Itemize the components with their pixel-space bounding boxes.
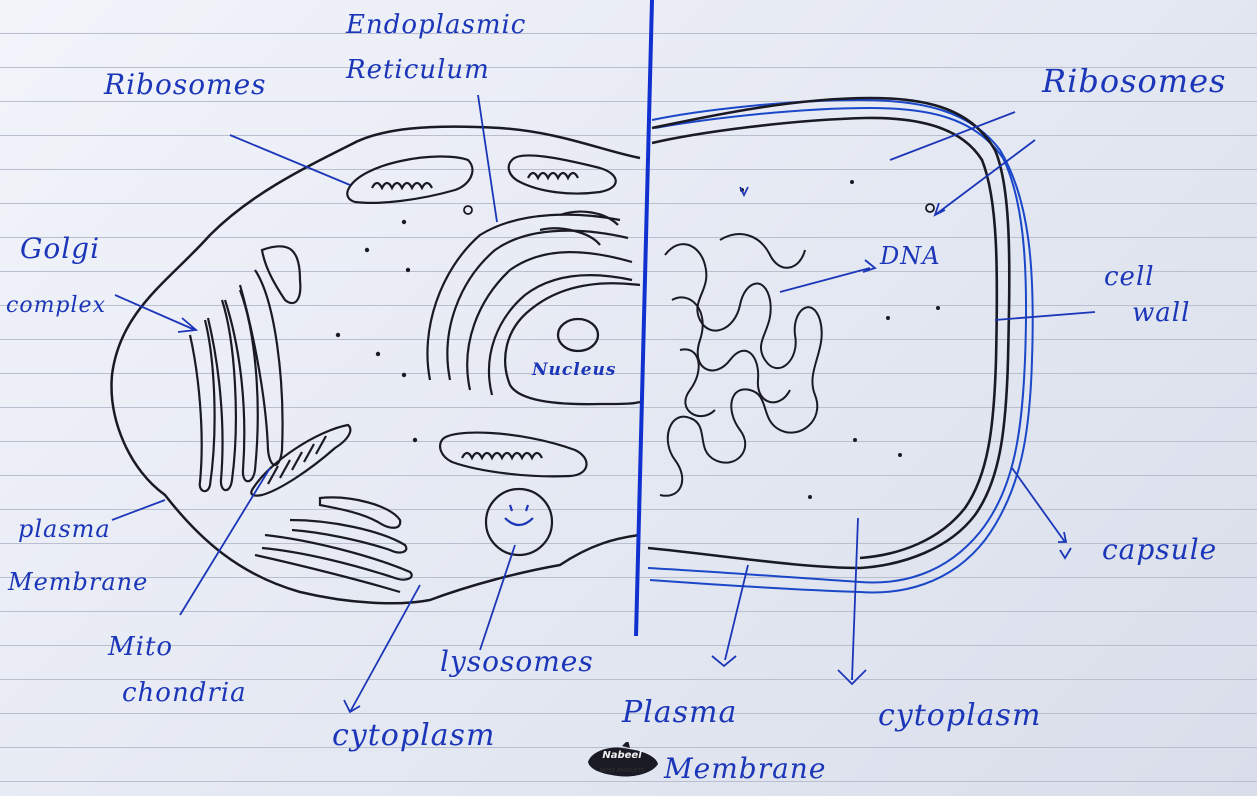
pointer-plasma-left: [112, 500, 165, 520]
mitochondrion-left: [251, 425, 350, 496]
label-mito: Mito: [108, 632, 173, 662]
label-golgi-complex: complex: [6, 293, 106, 318]
brand-logo: [582, 742, 662, 782]
brand-tagline: PAPER PRODUCTS: [590, 768, 654, 774]
label-chondria: chondria: [122, 678, 247, 708]
pointer-cytoplasm-right: [838, 518, 866, 684]
label-cytoplasm-left: cytoplasm: [332, 718, 495, 753]
dna-squiggle: [660, 234, 822, 496]
label-plasma-right: Plasma: [622, 695, 737, 730]
nucleus: [505, 283, 640, 404]
lysosome: [486, 489, 552, 555]
label-golgi: Golgi: [20, 232, 100, 265]
label-cytoplasm-right: cytoplasm: [878, 698, 1041, 733]
divider-line: [636, 0, 652, 636]
mitochondrion-bottom: [440, 433, 586, 477]
pointer-capsule: [1012, 468, 1066, 542]
label-wall: wall: [1132, 298, 1190, 328]
golgi-complex: [190, 246, 300, 491]
label-cell: cell: [1104, 262, 1155, 292]
pointer-plasma-right: [712, 565, 748, 666]
label-endoplasmic: Endoplasmic: [346, 10, 526, 40]
brand-name: Nabeel: [590, 750, 654, 761]
label-dna: DNA: [880, 242, 941, 270]
label-lysosomes: lysosomes: [440, 645, 594, 678]
label-plasma-left: plasma: [18, 515, 111, 543]
pointer-er: [478, 95, 497, 222]
mitochondrion-top-1: [347, 157, 472, 203]
label-membrane-left: Membrane: [8, 568, 148, 596]
label-ribosomes-left: Ribosomes: [104, 68, 267, 101]
mitochondrion-top-2: [509, 155, 616, 193]
label-membrane-right: Membrane: [664, 752, 826, 785]
label-reticulum: Reticulum: [346, 55, 490, 85]
label-ribosomes-right: Ribosomes: [1042, 62, 1226, 100]
ribosome-dots-bacteria: [740, 180, 940, 499]
pointer-ribosomes-right-2: [935, 140, 1035, 215]
label-nucleus: Nucleus: [532, 360, 616, 380]
bacterial-capsule: [648, 100, 1033, 592]
label-capsule: capsule: [1102, 533, 1217, 566]
pointer-lysosomes: [480, 545, 515, 650]
lower-golgi-stack: [255, 497, 412, 592]
